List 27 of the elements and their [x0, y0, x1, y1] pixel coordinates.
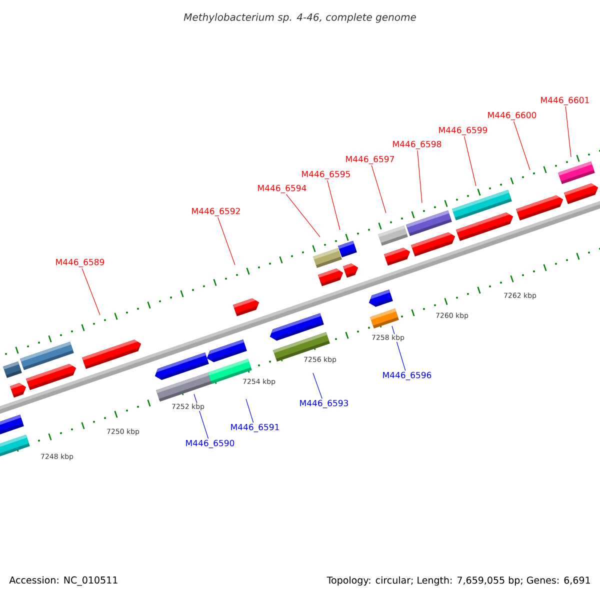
- leader-line: [514, 121, 530, 170]
- leader-line: [464, 136, 476, 186]
- gene-label: M446_6595: [302, 170, 350, 180]
- leader-line: [82, 268, 100, 316]
- gene-label: M446_6600: [488, 112, 536, 120]
- gene-label: M446_6596: [383, 372, 432, 380]
- gene-label: M446_6594: [258, 184, 306, 194]
- leader-line: [218, 217, 236, 266]
- leader-line: [286, 194, 320, 238]
- leader-line: [417, 150, 422, 204]
- gene-label: M446_6597: [346, 156, 394, 164]
- leader-line: [327, 180, 340, 230]
- leader-line: [246, 398, 254, 423]
- footer-text: Topology: circular; Length: 7,659,055 bp; Genes: 6,691: [326, 576, 590, 586]
- footer-text: Accession: NC_010511: [9, 576, 118, 586]
- gene-label: M446_6589: [56, 258, 104, 268]
- leader-line: [371, 165, 386, 214]
- leader-line: [565, 106, 572, 158]
- gene-label: M446_6592: [192, 208, 240, 216]
- leader-line: [312, 372, 322, 399]
- gene-label: M446_6590: [186, 440, 234, 448]
- gene-label: M446_6601: [541, 96, 589, 106]
- gene-label: M446_6591: [231, 424, 279, 432]
- gene-label: M446_6598: [393, 140, 442, 150]
- gene-label: M446_6593: [300, 400, 348, 408]
- title: Methylobacterium sp. 4-46, complete genome: [184, 13, 416, 23]
- gene-label: M446_6599: [439, 126, 488, 136]
